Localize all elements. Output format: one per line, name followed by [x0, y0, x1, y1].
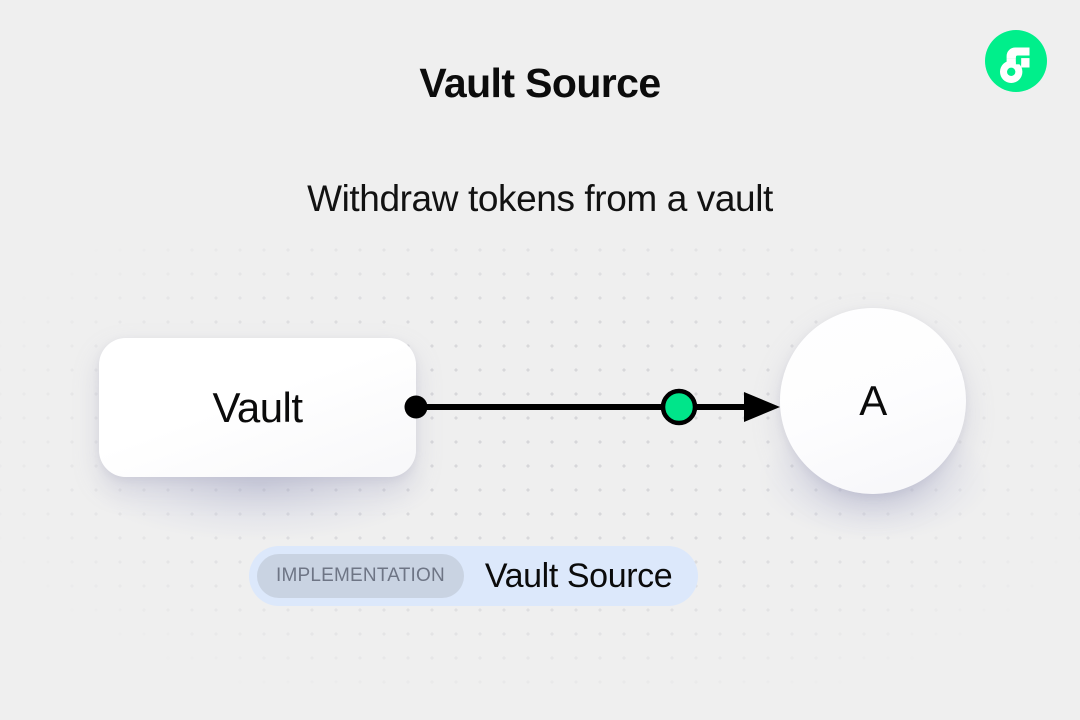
- node-a[interactable]: A: [780, 308, 966, 494]
- flow-logo-icon: [985, 30, 1047, 92]
- implementation-kind-label: IMPLEMENTATION: [276, 565, 445, 586]
- edge-source-handle[interactable]: [404, 395, 428, 419]
- implementation-name: Vault Source: [484, 556, 673, 595]
- edge-marker-dot[interactable]: [660, 388, 698, 426]
- page-title: Vault Source: [419, 60, 661, 106]
- implementation-kind-chip: IMPLEMENTATION: [257, 554, 464, 598]
- implementation-badge[interactable]: IMPLEMENTATION Vault Source: [249, 546, 699, 606]
- edge-arrowhead: [744, 392, 780, 422]
- node-a-label: A: [859, 377, 887, 424]
- node-vault[interactable]: Vault: [99, 338, 416, 477]
- node-vault-label: Vault: [212, 383, 303, 431]
- page-subtitle: Withdraw tokens from a vault: [307, 178, 773, 219]
